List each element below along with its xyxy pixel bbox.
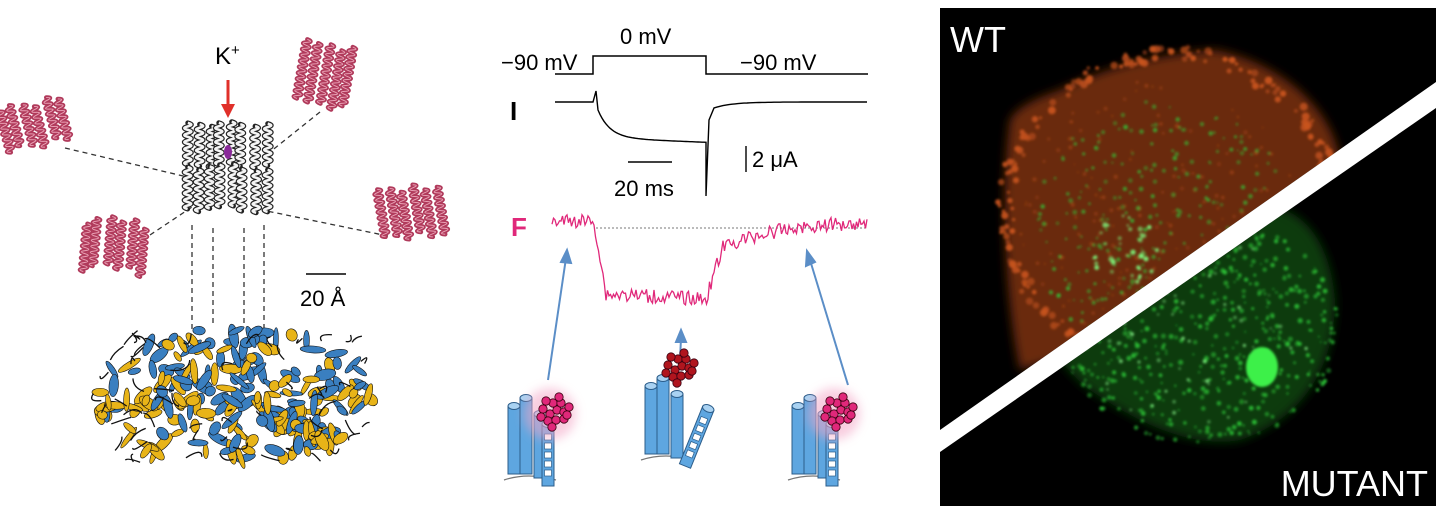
label-mutant: MUTANT	[1281, 463, 1428, 504]
bright-cluster	[1246, 347, 1278, 387]
time-scale-label: 20 ms	[614, 176, 674, 201]
fluorescence-label: F	[511, 212, 527, 242]
channel-cartoon-recovered	[787, 388, 860, 487]
current-label: I	[510, 96, 517, 126]
diagonal-divider	[940, 82, 1436, 452]
helix-bundle	[372, 182, 451, 242]
ion-arrow	[221, 80, 235, 118]
fluorescence-trace	[551, 213, 868, 307]
helix-bundle	[291, 37, 359, 112]
current-trace	[555, 90, 867, 197]
label-wt: WT	[950, 19, 1006, 60]
voltage-right-label: −90 mV	[740, 50, 817, 75]
pore-ion	[224, 145, 232, 159]
helix-bundle	[77, 214, 150, 279]
voltage-protocol	[555, 55, 868, 75]
panel-electrophysiology: −90 mV 0 mV −90 mV I 20 ms 2 μA F	[501, 24, 868, 487]
helix-bundle	[0, 95, 74, 155]
channel-cartoon-activated	[640, 348, 715, 469]
channel-tetramer	[181, 119, 274, 216]
panel-structure: K+ 20 Å	[0, 37, 451, 470]
channel-cartoon-resting	[503, 388, 576, 487]
protein-complex	[88, 323, 378, 470]
voltage-left-label: −90 mV	[501, 50, 578, 75]
scale-bar-label: 20 Å	[300, 286, 346, 311]
voltage-step-label: 0 mV	[620, 24, 672, 49]
current-scale-label: 2 μA	[752, 147, 798, 172]
ion-label: K+	[215, 42, 240, 70]
helix-bundles	[0, 37, 451, 279]
panel-microscopy: WT MUTANT	[940, 8, 1436, 506]
